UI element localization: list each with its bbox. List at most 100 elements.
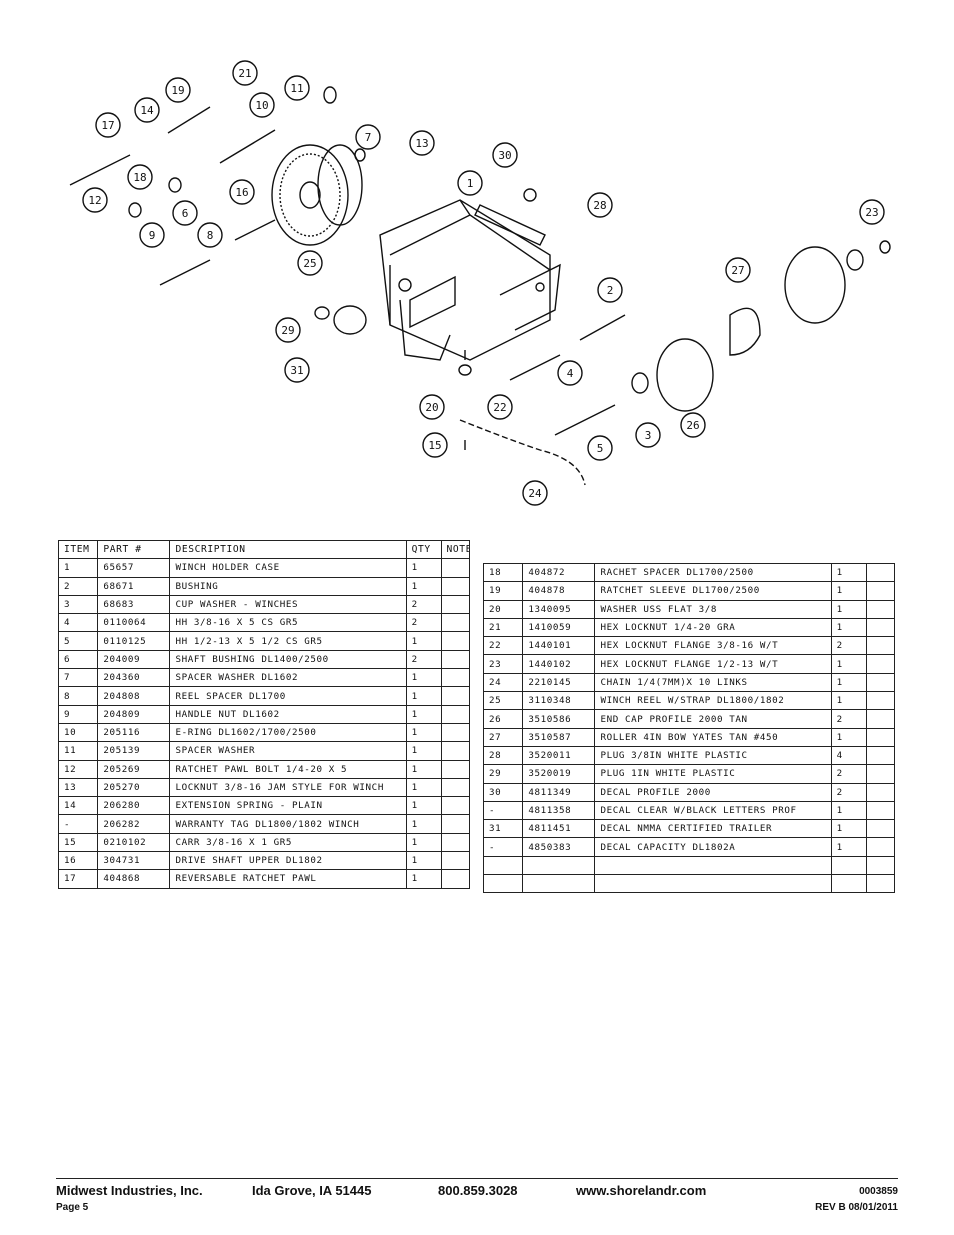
cell-item: 6 bbox=[57, 649, 99, 670]
cell-note bbox=[440, 576, 471, 596]
cell-item: 24 bbox=[482, 672, 524, 693]
cell-note bbox=[865, 800, 896, 821]
cell-item: 25 bbox=[482, 691, 524, 711]
cell-note bbox=[865, 581, 896, 601]
bushing bbox=[579, 314, 626, 341]
cell-part-number: 3110348 bbox=[522, 691, 596, 711]
callout-16: 16 bbox=[235, 186, 248, 199]
cell-note bbox=[440, 759, 471, 779]
cell-description: SPACER WASHER DL1602 bbox=[169, 668, 407, 688]
cell-qty: 1 bbox=[830, 599, 867, 619]
cell-note bbox=[865, 764, 896, 784]
carriage-bolt bbox=[159, 259, 211, 286]
header-qty: QTY bbox=[405, 539, 442, 560]
callout-28: 28 bbox=[593, 199, 606, 212]
cell-qty: 1 bbox=[405, 777, 442, 798]
callout-21: 21 bbox=[238, 67, 251, 80]
cell-part-number: 304731 bbox=[97, 851, 171, 871]
cell-qty: 2 bbox=[830, 764, 867, 784]
cell-note bbox=[865, 874, 896, 894]
bolt-3-8 bbox=[509, 354, 561, 381]
cell-description: E-RING DL1602/1700/2500 bbox=[169, 722, 407, 743]
cell-qty: 1 bbox=[830, 672, 867, 693]
cell-qty: 2 bbox=[830, 709, 867, 729]
cell-description: HEX LOCKNUT 1/4-20 GRA bbox=[594, 617, 832, 638]
callout-10: 10 bbox=[255, 99, 268, 112]
winch-assembly-drawing: 14 19 17 21 10 11 18 12 16 6 9 8 7 13 1 … bbox=[69, 60, 891, 506]
cell-note bbox=[440, 832, 471, 853]
callout-20: 20 bbox=[425, 401, 438, 414]
cell-item: 4 bbox=[57, 613, 99, 633]
chain bbox=[459, 419, 586, 486]
cell-item: 3 bbox=[57, 594, 99, 615]
cell-item: 22 bbox=[482, 636, 524, 656]
cell-item: 8 bbox=[57, 686, 99, 706]
cell-description: HEX LOCKNUT FLANGE 1/2-13 W/T bbox=[594, 654, 832, 674]
cell-qty: 1 bbox=[405, 668, 442, 688]
cell-item bbox=[482, 855, 524, 876]
cell-part-number bbox=[522, 855, 596, 876]
cell-item: 5 bbox=[57, 631, 99, 651]
cell-part-number: 206280 bbox=[97, 796, 171, 816]
cell-part-number: 0210102 bbox=[97, 832, 171, 853]
cell-item: 16 bbox=[57, 851, 99, 871]
cell-part-number: 3510586 bbox=[522, 709, 596, 729]
cell-part-number: 204809 bbox=[97, 704, 171, 724]
ratchet-pawl-bolt bbox=[69, 154, 131, 186]
callout-2: 2 bbox=[607, 284, 614, 297]
cell-qty: 1 bbox=[405, 814, 442, 834]
cell-note bbox=[440, 558, 471, 578]
cell-item: 31 bbox=[482, 819, 524, 839]
cell-qty: 1 bbox=[830, 691, 867, 711]
cell-item bbox=[482, 874, 524, 894]
callout-30: 30 bbox=[498, 149, 511, 162]
cell-item: 15 bbox=[57, 832, 99, 853]
cell-item: 27 bbox=[482, 727, 524, 747]
cell-part-number: 4811451 bbox=[522, 819, 596, 839]
cell-part-number: 206282 bbox=[97, 814, 171, 834]
table-row bbox=[482, 855, 896, 876]
cell-item: 26 bbox=[482, 709, 524, 729]
cell-item: 11 bbox=[57, 741, 99, 761]
callout-24: 24 bbox=[528, 487, 542, 500]
callout-26: 26 bbox=[686, 419, 699, 432]
cell-qty: 1 bbox=[405, 722, 442, 743]
cell-note bbox=[440, 869, 471, 889]
header-item: ITEM bbox=[57, 539, 99, 560]
cell-description: SPACER WASHER bbox=[169, 741, 407, 761]
cell-item: 9 bbox=[57, 704, 99, 724]
cell-item: 12 bbox=[57, 759, 99, 779]
cell-part-number: 205269 bbox=[97, 759, 171, 779]
cell-note bbox=[865, 636, 896, 656]
cell-qty: 1 bbox=[405, 851, 442, 871]
cell-description: DECAL PROFILE 2000 bbox=[594, 782, 832, 802]
callout-27: 27 bbox=[731, 264, 744, 277]
footer-revision: REV B 08/01/2011 bbox=[815, 1202, 898, 1213]
cell-description: EXTENSION SPRING - PLAIN bbox=[169, 796, 407, 816]
callout-18: 18 bbox=[133, 171, 146, 184]
cell-item: 7 bbox=[57, 668, 99, 688]
cell-note bbox=[440, 613, 471, 633]
cell-note bbox=[865, 782, 896, 802]
cell-qty: 1 bbox=[405, 558, 442, 578]
cell-description: LOCKNUT 3/8-16 JAM STYLE FOR WINCH bbox=[169, 777, 407, 798]
footer-phone: 800.859.3028 bbox=[438, 1183, 518, 1198]
cell-item: - bbox=[482, 837, 524, 857]
cell-note bbox=[440, 814, 471, 834]
cell-description: CARR 3/8-16 X 1 GR5 bbox=[169, 832, 407, 853]
cell-part-number: 1440102 bbox=[522, 654, 596, 674]
cell-item: 29 bbox=[482, 764, 524, 784]
callout-15: 15 bbox=[428, 439, 441, 452]
cell-description: REEL SPACER DL1700 bbox=[169, 686, 407, 706]
